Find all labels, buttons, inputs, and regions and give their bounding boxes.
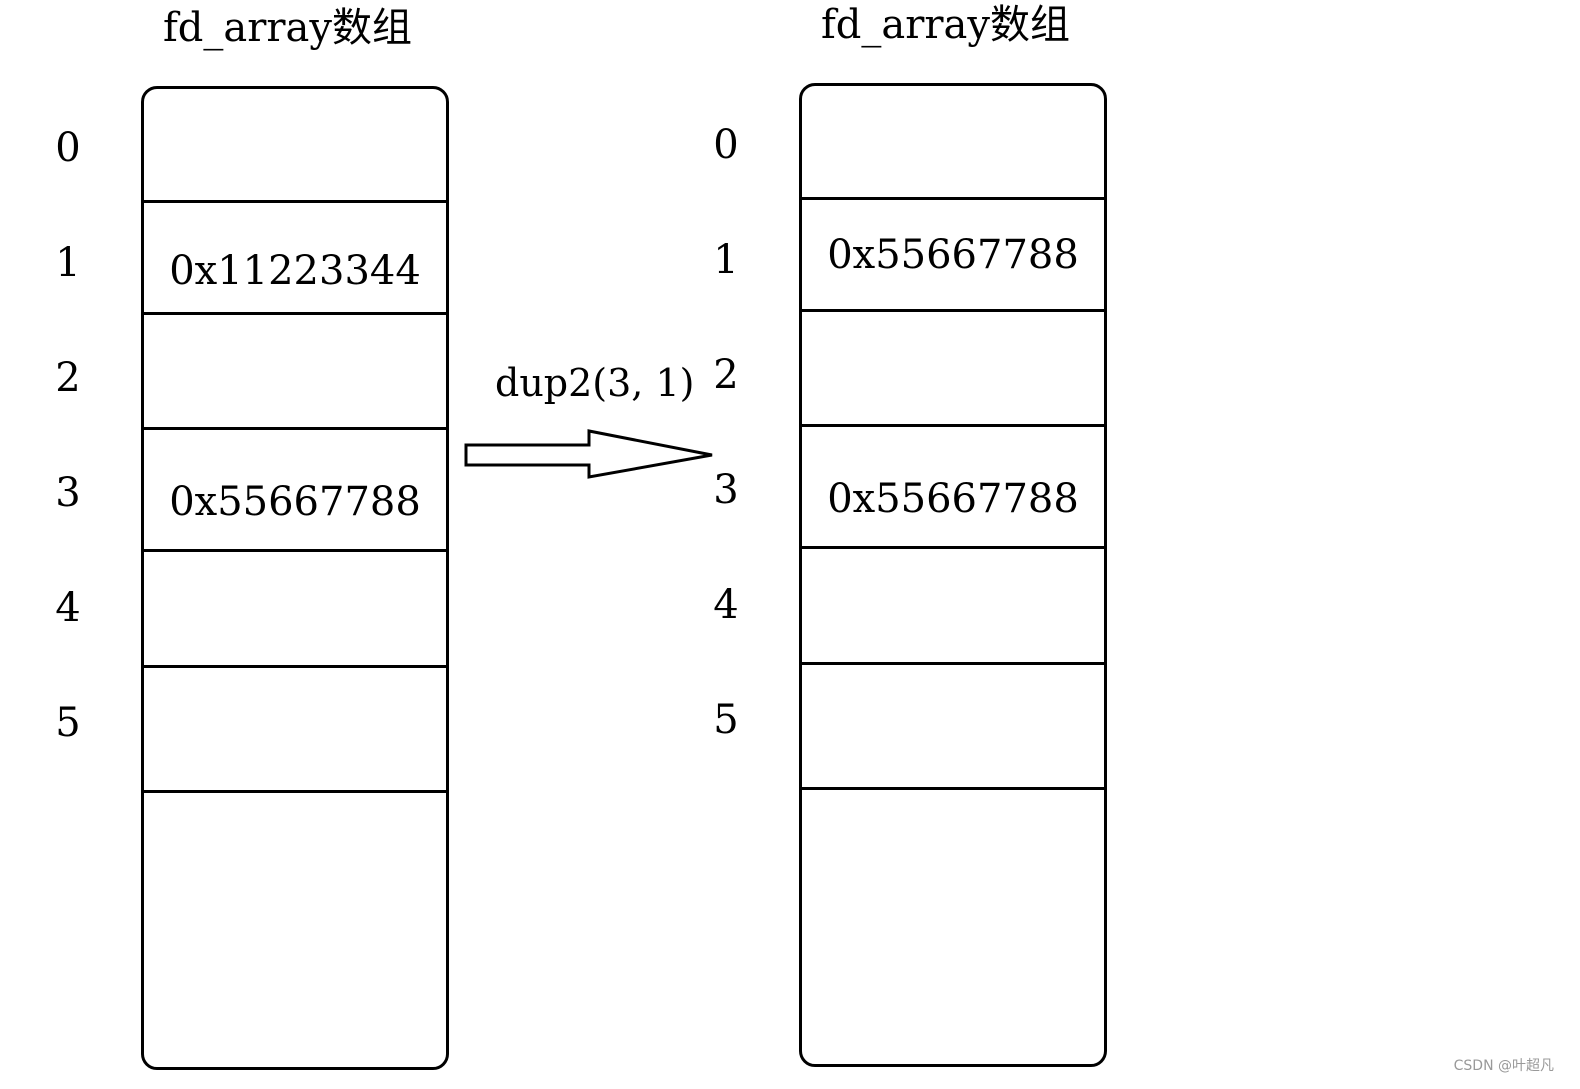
right-row-divider [802, 546, 1104, 549]
left-fd-array: 0x11223344 0x55667788 [141, 86, 449, 1070]
left-cell-3-value: 0x55667788 [169, 479, 421, 525]
left-row-divider [144, 790, 446, 793]
right-index-5: 5 [713, 697, 739, 743]
right-index-2: 2 [713, 352, 739, 398]
left-index-5: 5 [55, 700, 81, 746]
left-row-divider [144, 665, 446, 668]
right-row-divider [802, 197, 1104, 200]
left-row-divider [144, 427, 446, 430]
right-row-divider [802, 424, 1104, 427]
right-arrow-icon [464, 429, 713, 479]
right-array-title: fd_array数组 [821, 2, 1070, 48]
right-row-divider [802, 662, 1104, 665]
right-index-4: 4 [713, 582, 739, 628]
right-row-divider [802, 787, 1104, 790]
watermark: CSDN @叶超凡 [1453, 1058, 1554, 1074]
right-index-1: 1 [713, 237, 739, 283]
right-fd-array: 0x55667788 0x55667788 [799, 83, 1107, 1067]
left-row-divider [144, 549, 446, 552]
left-index-4: 4 [55, 585, 81, 631]
dup2-operation-label: dup2(3, 1) [495, 361, 695, 405]
right-index-0: 0 [713, 122, 739, 168]
left-row-divider [144, 312, 446, 315]
right-cell-3-value: 0x55667788 [827, 476, 1079, 522]
right-index-3: 3 [713, 467, 739, 513]
left-index-3: 3 [55, 470, 81, 516]
left-index-1: 1 [55, 240, 81, 286]
left-index-2: 2 [55, 355, 81, 401]
left-row-divider [144, 200, 446, 203]
left-index-0: 0 [55, 125, 81, 171]
left-cell-1-value: 0x11223344 [169, 248, 421, 294]
left-array-title: fd_array数组 [163, 5, 412, 51]
right-cell-1-value: 0x55667788 [827, 232, 1079, 278]
right-row-divider [802, 309, 1104, 312]
